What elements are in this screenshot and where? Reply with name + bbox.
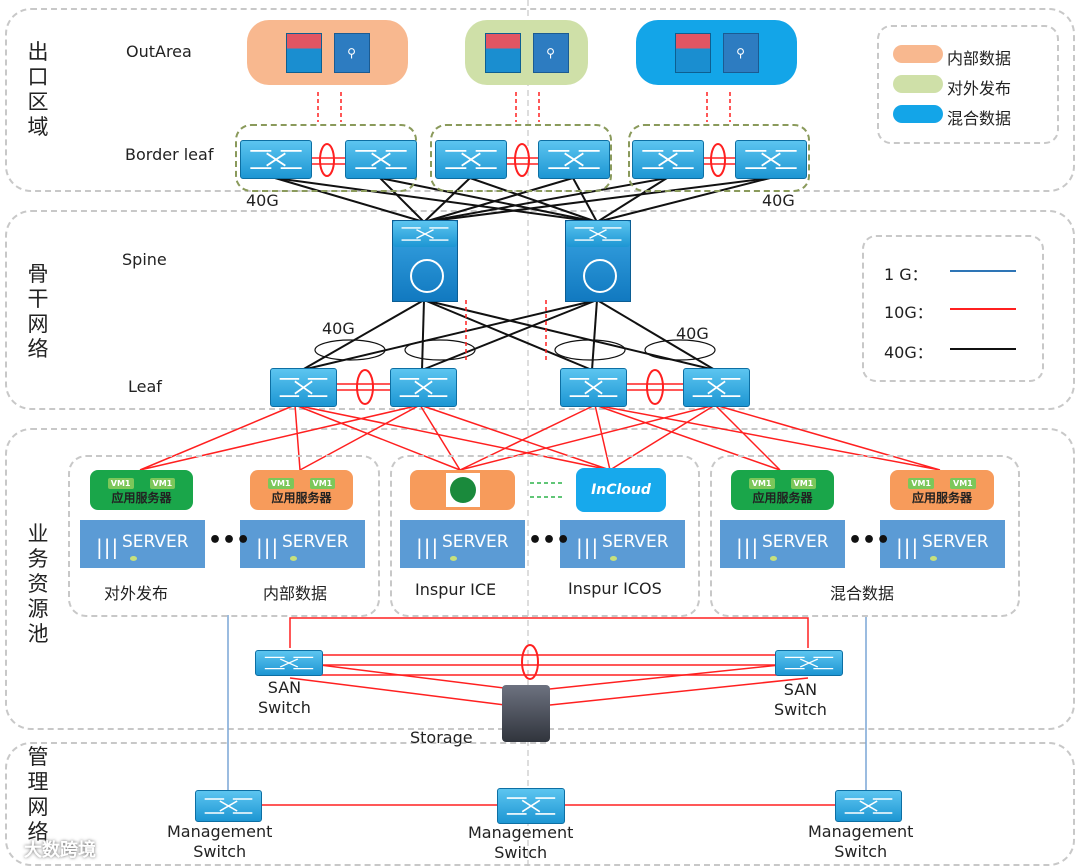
server-icon: |||SERVER: [80, 520, 205, 568]
group-label-icos: Inspur ICOS: [568, 579, 662, 598]
zone-label-exit: 出口区域: [27, 40, 49, 139]
zone-management: [5, 742, 1075, 866]
legend-line-1g: [950, 270, 1016, 272]
san-switch-right-label: SAN Switch: [774, 680, 827, 719]
storage-label: Storage: [410, 728, 473, 747]
management-switch-icon: [497, 788, 565, 824]
inspur-ice-box: [410, 470, 515, 510]
border-leaf-label: Border leaf: [125, 145, 214, 164]
border-leaf-switch-icon: [632, 140, 704, 179]
border-leaf-switch-icon: [735, 140, 807, 179]
firewall-icon: [285, 32, 322, 73]
links-dashed-arrows: [317, 92, 731, 360]
server-icon: |||SERVER: [880, 520, 1005, 568]
spine-switch-icon: [392, 220, 458, 302]
legend-line-40g: [950, 348, 1016, 350]
leaf-switch-icon: [390, 368, 457, 407]
border-leaf-group: [430, 124, 612, 192]
ids-icon: ⚲: [333, 32, 370, 73]
legend-label-mixed: 混合数据: [947, 109, 1012, 128]
incloud-box: InCloud: [576, 468, 666, 512]
zone-label-pool: 业务资源池: [27, 522, 49, 646]
ice-logo-icon: [449, 477, 476, 503]
zone-label-backbone: 骨干网络: [27, 262, 49, 361]
ids-icon: ⚲: [722, 32, 759, 73]
pool-group-mixed: [710, 455, 1020, 617]
management-switch-label: Management Switch: [468, 823, 574, 862]
border-leaf-group: [628, 124, 810, 192]
legend-zones: 内部数据 对外发布 混合数据: [877, 25, 1059, 144]
ellipsis: •••: [208, 528, 251, 553]
watermark: 大数跨境: [24, 840, 96, 861]
outarea-mixed-group: ⚲: [636, 20, 797, 85]
legend-line-10g: [950, 308, 1016, 310]
pool-group-inspur: [390, 455, 700, 617]
ellipsis: •••: [528, 528, 571, 553]
spine-label: Spine: [122, 250, 167, 269]
legend-label-1g: 1 G：: [884, 265, 928, 284]
group-label-publish: 对外发布: [104, 584, 169, 603]
leaf-switch-icon: [683, 368, 750, 407]
leaf-switch-icon: [560, 368, 627, 407]
legend-swatch-mixed: [893, 105, 943, 123]
legend-swatch-publish: [893, 75, 943, 93]
pool-group-publish-internal: [68, 455, 380, 617]
legend-label-publish: 对外发布: [947, 79, 1012, 98]
san-switch-icon: [255, 650, 323, 676]
border-leaf-switch-icon: [538, 140, 610, 179]
border-leaf-switch-icon: [240, 140, 312, 179]
ids-icon: ⚲: [532, 32, 569, 73]
server-icon: |||SERVER: [560, 520, 685, 568]
server-icon: |||SERVER: [400, 520, 525, 568]
ellipsis: •••: [848, 528, 891, 553]
legend-links: 1 G： 10G： 40G：: [862, 235, 1044, 382]
spine-switch-icon: [565, 220, 631, 302]
server-icon: |||SERVER: [720, 520, 845, 568]
management-switch-icon: [195, 790, 262, 822]
leaf-switch-icon: [270, 368, 337, 407]
storage-icon: [502, 685, 550, 742]
management-switch-label: Management Switch: [167, 822, 273, 861]
leaf-speed-right: 40G: [676, 324, 709, 343]
management-switch-icon: [835, 790, 902, 822]
border-leaf-speed-left: 40G: [246, 191, 279, 210]
links-40g: [274, 177, 771, 371]
legend-swatch-internal: [893, 45, 943, 63]
zone-label-mgmt: 管理网络: [27, 745, 49, 844]
group-label-ice: Inspur ICE: [415, 580, 497, 599]
legend-label-10g: 10G：: [884, 303, 933, 322]
outarea-publish-group: ⚲: [465, 20, 588, 85]
outarea-label: OutArea: [126, 42, 192, 61]
ice-icos-sync-arrows: [530, 482, 565, 498]
leaf-speed-left: 40G: [322, 319, 355, 338]
border-leaf-switch-icon: [345, 140, 417, 179]
san-switch-left-label: SAN Switch: [258, 678, 311, 717]
san-switch-icon: [775, 650, 843, 676]
firewall-icon: [484, 32, 521, 73]
border-leaf-switch-icon: [435, 140, 507, 179]
legend-label-internal: 内部数据: [947, 49, 1012, 68]
outarea-internal-group: ⚲: [247, 20, 408, 85]
group-label-internal: 内部数据: [263, 584, 328, 603]
leaf-label: Leaf: [128, 377, 162, 396]
server-icon: |||SERVER: [240, 520, 365, 568]
firewall-icon: [674, 32, 711, 73]
border-leaf-speed-right: 40G: [762, 191, 795, 210]
links-1g: [227, 615, 867, 790]
management-switch-label: Management Switch: [808, 822, 914, 861]
legend-label-40g: 40G：: [884, 343, 933, 362]
group-label-mixed: 混合数据: [830, 584, 895, 603]
